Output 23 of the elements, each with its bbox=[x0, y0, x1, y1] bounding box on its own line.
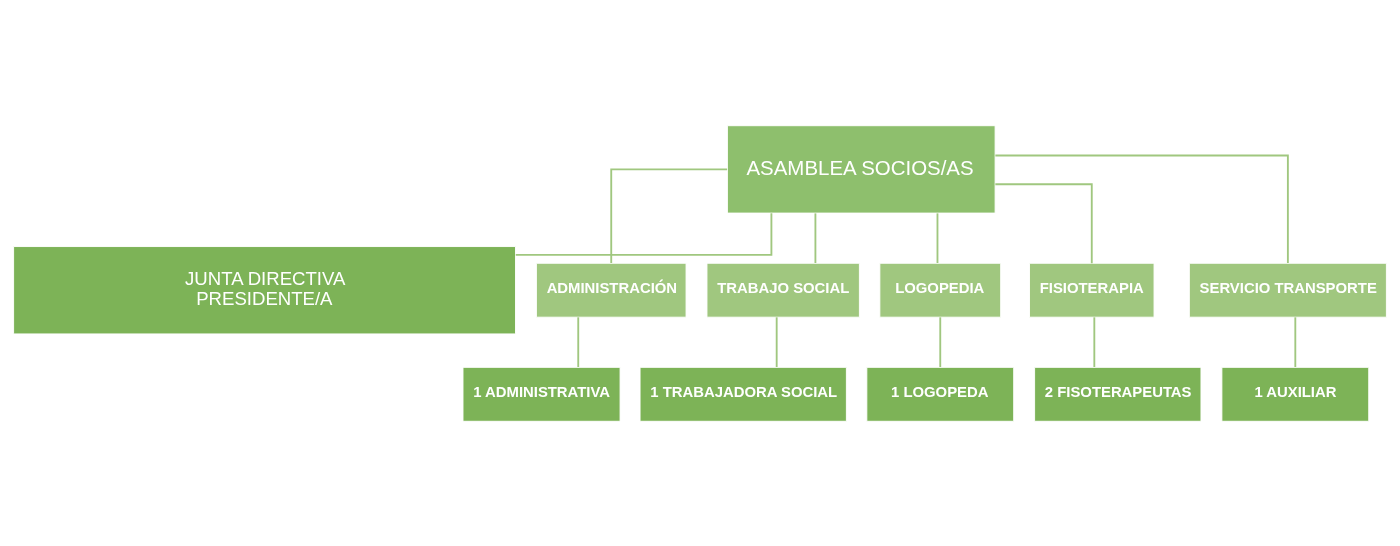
connector bbox=[939, 315, 942, 368]
connector bbox=[610, 167, 729, 264]
node-box: SERVICIO TRANSPORTE bbox=[1188, 262, 1387, 318]
connector bbox=[775, 315, 778, 368]
node-box: FISIOTERAPIA bbox=[1029, 262, 1155, 318]
connector bbox=[1093, 315, 1096, 368]
connector bbox=[814, 211, 817, 264]
connector bbox=[994, 154, 1289, 264]
node-box: JUNTA DIRECTIVA PRESIDENTE/A bbox=[13, 245, 516, 334]
node-box: 1 ADMINISTRATIVA bbox=[462, 366, 621, 422]
connector bbox=[936, 211, 939, 264]
node-box: LOGOPEDIA bbox=[879, 262, 1002, 318]
node-box: 1 LOGOPEDA bbox=[866, 366, 1015, 422]
connector bbox=[514, 211, 773, 256]
connector bbox=[1294, 315, 1297, 368]
node-box: 2 FISOTERAPEUTAS bbox=[1034, 366, 1202, 422]
connector bbox=[994, 182, 1093, 264]
node-box: ASAMBLEA SOCIOS/AS bbox=[726, 124, 996, 214]
node-box: TRABAJO SOCIAL bbox=[706, 262, 860, 318]
node-box: ADMINISTRACIÓN bbox=[535, 262, 687, 318]
connector bbox=[577, 315, 580, 368]
node-box: 1 TRABAJADORA SOCIAL bbox=[639, 366, 847, 422]
node-box: 1 AUXILIAR bbox=[1221, 366, 1370, 422]
